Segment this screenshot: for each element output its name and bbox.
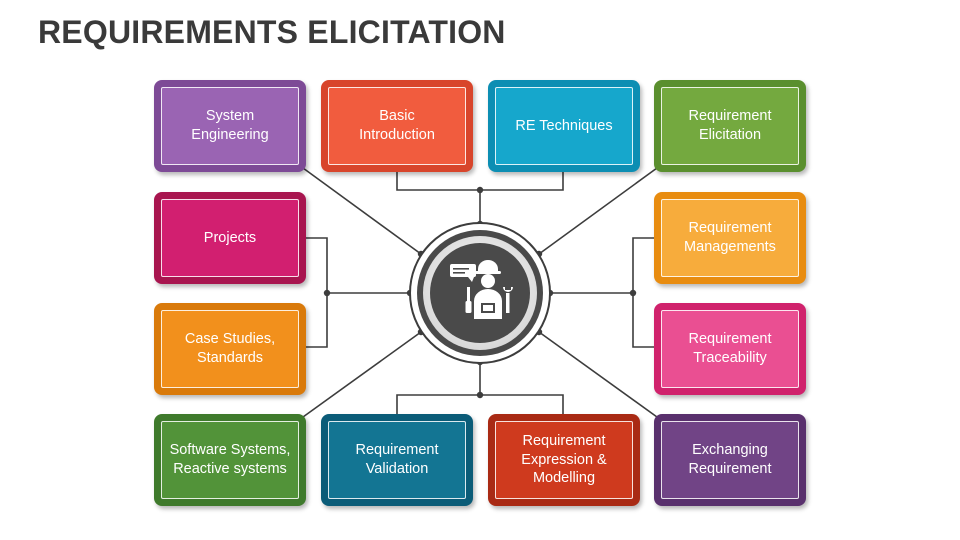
card-projects: Projects: [154, 192, 306, 284]
connector-left-bracket: [305, 237, 328, 348]
connector-diagonal-bottom-left: [302, 331, 422, 418]
card-requirement-expression-modelling: Requirement Expression & Modelling: [488, 414, 640, 506]
card-exchanging-requirement: Exchanging Requirement: [654, 414, 806, 506]
connector-right-bracket: [632, 237, 655, 348]
card-re-techniques: RE Techniques: [488, 80, 640, 172]
connector-dot: [323, 289, 331, 297]
card-system-engineering: System Engineering: [154, 80, 306, 172]
card-label: Requirement Expression & Modelling: [495, 421, 633, 499]
card-requirement-traceability: Requirement Traceability: [654, 303, 806, 395]
card-requirement-validation: Requirement Validation: [321, 414, 473, 506]
card-label: Requirement Traceability: [661, 310, 799, 388]
card-label: RE Techniques: [495, 87, 633, 165]
card-requirement-managements: Requirement Managements: [654, 192, 806, 284]
connector-dot: [629, 289, 637, 297]
card-label: Projects: [161, 199, 299, 277]
card-label: Exchanging Requirement: [661, 421, 799, 499]
central-hub: [409, 222, 551, 364]
card-label: Basic Introduction: [328, 87, 466, 165]
connector-diagonal-bottom-right: [538, 331, 658, 418]
card-label: Requirement Validation: [328, 421, 466, 499]
engineer-with-tools-icon: [450, 260, 513, 319]
card-software-systems: Software Systems, Reactive systems: [154, 414, 306, 506]
card-label: System Engineering: [161, 87, 299, 165]
card-label: Requirement Managements: [661, 199, 799, 277]
card-label: Requirement Elicitation: [661, 87, 799, 165]
connector-diagonal-top-right: [538, 167, 658, 255]
connector-diagonal-top-left: [302, 167, 422, 255]
card-case-studies-standards: Case Studies, Standards: [154, 303, 306, 395]
connector-dot: [476, 186, 484, 194]
card-requirement-elicitation: Requirement Elicitation: [654, 80, 806, 172]
card-label: Software Systems, Reactive systems: [161, 421, 299, 499]
page-title: REQUIREMENTS ELICITATION: [38, 14, 506, 50]
card-label: Case Studies, Standards: [161, 310, 299, 388]
card-basic-introduction: Basic Introduction: [321, 80, 473, 172]
connector-dot: [476, 391, 484, 399]
